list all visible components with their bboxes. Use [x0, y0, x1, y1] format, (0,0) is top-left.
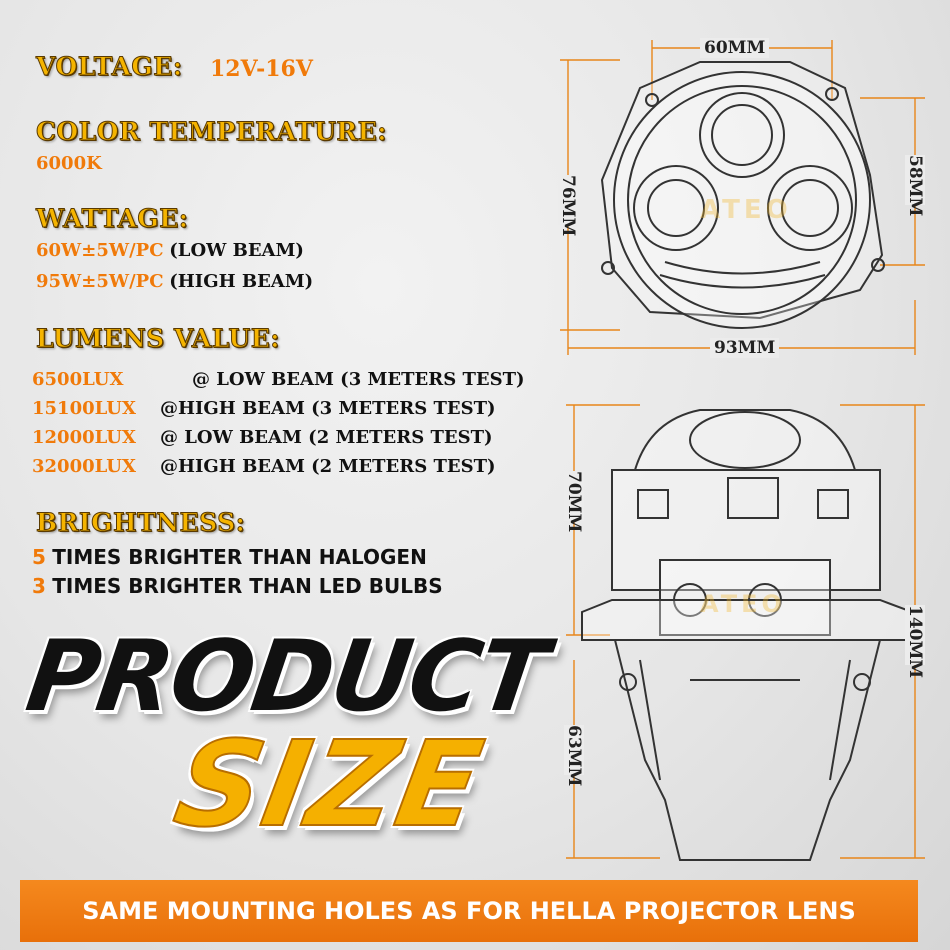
lumens-line: 32000LUX@HIGH BEAM (2 METERS TEST)	[32, 456, 496, 477]
wattage-label: WATTAGE:	[36, 204, 189, 234]
watermark-front: ATEO	[700, 195, 792, 225]
brightness-line-halogen: 5 TIMES BRIGHTER THAN HALOGEN	[32, 545, 427, 569]
brightness-label: BRIGHTNESS:	[35, 508, 246, 538]
footer-text: SAME MOUNTING HOLES AS FOR HELLA PROJECT…	[82, 897, 856, 925]
front-view-lens	[600, 61, 885, 329]
watermark-side: ATEO	[700, 590, 786, 618]
color-temperature-label: COLOR TEMPERATURE:	[36, 117, 387, 147]
lumens-line: 12000LUX@ LOW BEAM (2 METERS TEST)	[32, 427, 493, 448]
side-view-projector	[581, 409, 913, 861]
dim-63mm: 63MM	[564, 725, 584, 787]
color-temperature-value: 6000K	[36, 153, 102, 174]
dim-70mm: 70MM	[564, 471, 584, 533]
lumens-line: 15100LUX@HIGH BEAM (3 METERS TEST)	[32, 398, 496, 419]
voltage-label: VOLTAGE:	[36, 52, 183, 82]
dim-58mm: 58MM	[905, 155, 925, 217]
dim-76mm: 76MM	[558, 175, 578, 237]
brightness-line-led: 3 TIMES BRIGHTER THAN LED BULBS	[32, 574, 443, 598]
wattage-line-low: 60W±5W/PC (LOW BEAM)	[36, 240, 304, 261]
dim-93mm: 93MM	[710, 338, 780, 358]
footer-banner: SAME MOUNTING HOLES AS FOR HELLA PROJECT…	[20, 880, 918, 942]
lumens-label: LUMENS VALUE:	[36, 324, 281, 354]
lumens-line: 6500LUX@ LOW BEAM (3 METERS TEST)	[32, 369, 525, 390]
wattage-line-high: 95W±5W/PC (HIGH BEAM)	[36, 271, 314, 292]
dim-60mm: 60MM	[700, 38, 770, 58]
voltage-value: 12V-16V	[210, 56, 313, 82]
dim-140mm: 140MM	[905, 605, 925, 679]
